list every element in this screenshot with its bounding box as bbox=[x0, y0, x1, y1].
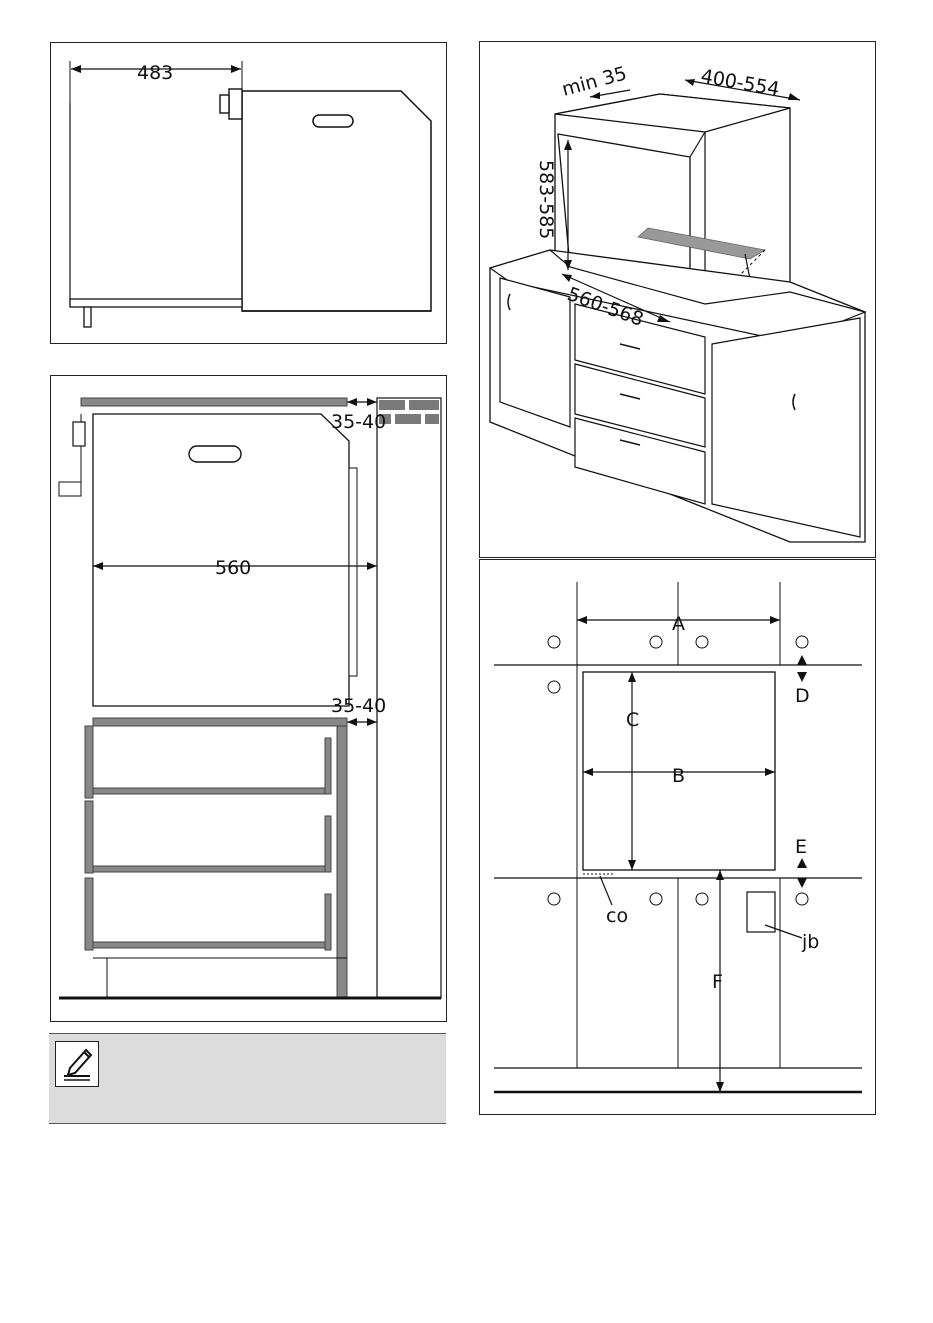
label-f: F bbox=[712, 971, 723, 993]
bottom-gap-label: 35-40 bbox=[331, 695, 386, 717]
height-label: 583-585 bbox=[535, 160, 557, 239]
label-jb: jb bbox=[801, 931, 819, 953]
panel-front-layout: A C B D E F co jb bbox=[479, 559, 876, 1115]
label-c: C bbox=[626, 709, 639, 731]
width-560-label: 560 bbox=[215, 557, 251, 579]
panel-wall-section: 35-40 560 35-40 bbox=[50, 375, 447, 1022]
wall-section-drawing: 35-40 560 35-40 bbox=[51, 376, 448, 1023]
label-co: co bbox=[606, 905, 628, 927]
depth-label: 483 bbox=[137, 62, 173, 84]
side-view-drawing: 483 bbox=[51, 43, 448, 345]
panel-side-view: 483 bbox=[50, 42, 447, 344]
top-opening-label: 400-554 bbox=[699, 65, 781, 100]
front-layout-drawing: A C B D E F co jb bbox=[480, 560, 877, 1116]
label-a: A bbox=[672, 613, 685, 635]
panel-niche-3d: * min 35 400-554 583-585 560- bbox=[479, 41, 876, 558]
note-box bbox=[49, 1033, 446, 1124]
pencil-note-icon bbox=[55, 1041, 99, 1087]
top-gap-label: 35-40 bbox=[331, 411, 386, 433]
label-b: B bbox=[672, 765, 685, 787]
label-d: D bbox=[795, 685, 810, 707]
label-e: E bbox=[795, 836, 807, 858]
niche-3d-drawing: * min 35 400-554 583-585 560- bbox=[480, 42, 877, 559]
